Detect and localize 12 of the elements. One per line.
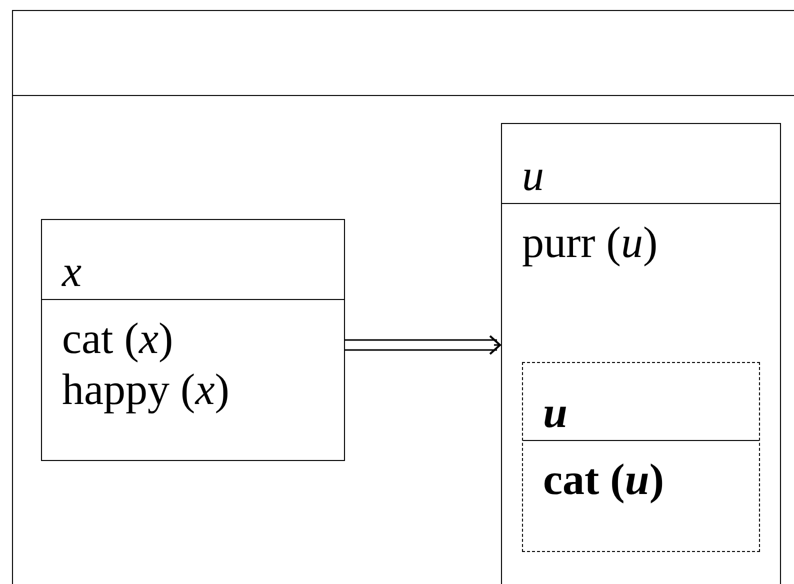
drs-box [41,219,345,461]
referent-label: u [502,124,780,204]
condition-text: happy (x) [61,364,230,416]
referent-label: u [523,363,759,441]
referent-label: x [42,220,344,300]
condition-text: cat (u) [542,454,665,506]
drs-box [501,123,781,584]
drs-frame [12,10,794,584]
sub-drs-box [522,362,760,552]
condition-text: cat (x) [61,313,174,365]
condition-text: purr (u) [521,217,659,269]
implication-arrow [343,335,501,355]
